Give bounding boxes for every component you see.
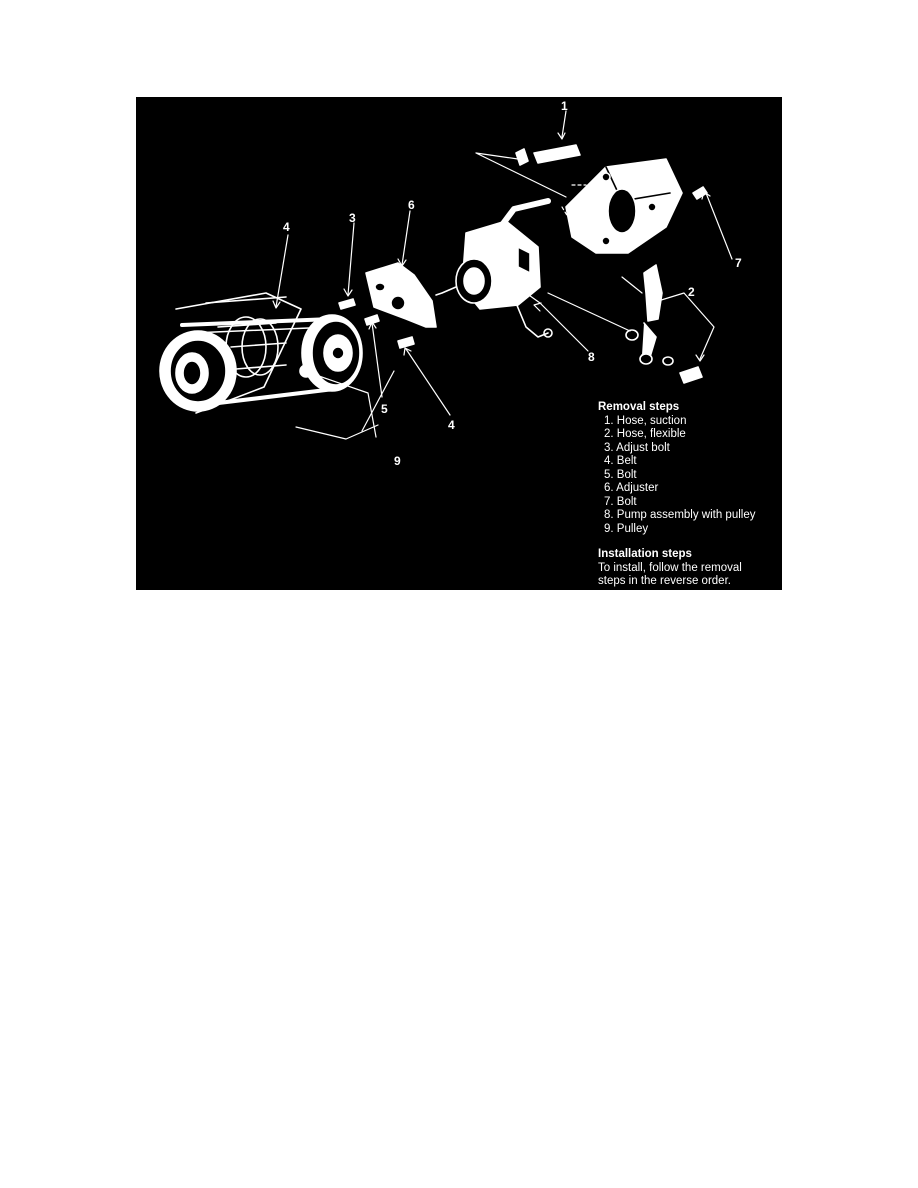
removal-step-8: 8. Pump assembly with pulley [604,509,756,521]
callout-1: 1 [561,99,568,113]
removal-step-6: 6. Adjuster [604,482,659,494]
callout-8: 8 [588,350,595,364]
callout-lines [272,110,733,440]
power-steering-pump [435,198,553,338]
removal-step-2: 2. Hose, flexible [604,428,686,440]
installation-text-line-2: steps in the reverse order. [598,575,731,587]
callout-9: 9 [394,454,401,468]
installation-heading: Installation steps [598,548,692,560]
crankshaft-pulley [159,292,302,414]
installation-text-line-1: To install, follow the removal [598,561,742,574]
removal-step-5: 5. Bolt [604,468,637,481]
bolts [338,186,708,384]
diagram-artwork [159,110,733,440]
callout-7: 7 [735,256,742,270]
removal-step-1: 1. Hose, suction [604,414,687,427]
pump-bracket [565,158,683,254]
removal-step-4: 4. Belt [604,455,637,467]
callout-4-belt-bottom: 4 [448,418,455,432]
callout-2: 2 [688,285,695,299]
removal-step-9: 9. Pulley [604,522,649,535]
steps-legend: Removal steps 1. Hose, suction 2. Hose, … [598,401,778,589]
callout-5: 5 [381,402,388,416]
removal-step-3: 3. Adjust bolt [604,441,670,454]
removal-step-7: 7. Bolt [604,495,637,508]
pump-pulley [299,314,363,392]
adjuster-bracket [365,262,437,328]
callout-6: 6 [408,198,415,212]
exploded-view-diagram: 1 2 3 4 4 5 6 7 8 9 Removal steps 1. Hos… [136,97,782,590]
callout-4-belt-top: 4 [283,220,290,234]
removal-heading: Removal steps [598,401,680,413]
flexible-hose [639,264,663,365]
callout-3: 3 [349,211,356,225]
suction-hose [515,144,581,166]
